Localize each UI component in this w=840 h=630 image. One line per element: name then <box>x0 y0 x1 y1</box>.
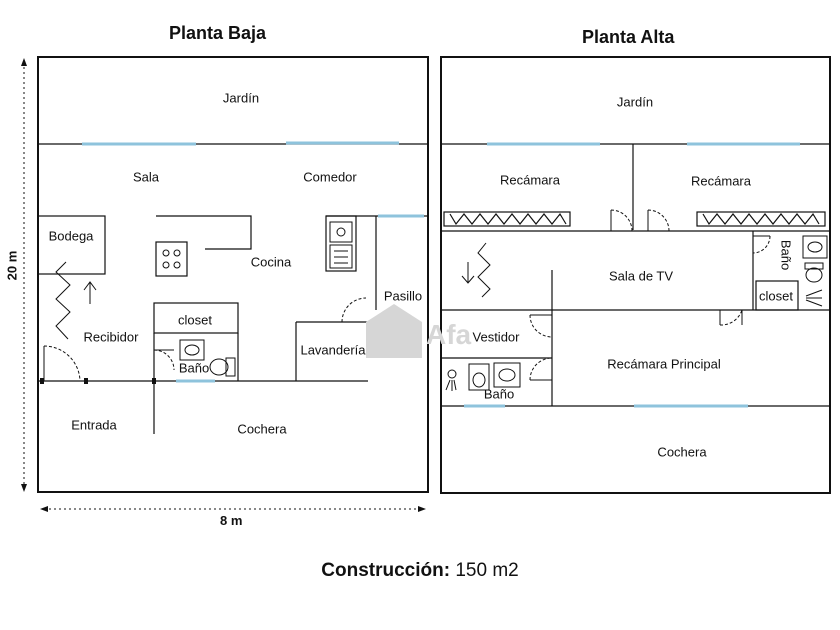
upper-room-jardin: Jardín <box>616 94 654 110</box>
upper-room-recamara-2: Recámara <box>691 173 751 189</box>
watermark-text: Afa <box>426 319 472 350</box>
ground-room-bodega: Bodega <box>48 228 94 244</box>
upper-room-cochera: Cochera <box>657 444 707 460</box>
dimension-lines <box>23 62 422 510</box>
ground-floor-door-jambs <box>40 378 156 384</box>
upper-room-recamara-principal: Recámara Principal <box>607 356 721 372</box>
upper-room-bano-2: Baño <box>483 386 515 402</box>
watermark-house-icon: Afa <box>366 304 472 358</box>
height-dimension: 20 m <box>4 250 20 281</box>
ground-room-closet: closet <box>178 312 212 328</box>
upper-floor-outline <box>440 56 831 494</box>
ground-room-cochera: Cochera <box>237 421 287 437</box>
ground-room-jardin: Jardín <box>222 90 260 106</box>
ground-room-entrada: Entrada <box>71 417 117 433</box>
upper-floor-windows <box>464 142 800 408</box>
upper-room-closet: closet <box>759 288 793 304</box>
construction-area: Construcción: 150 m2 <box>0 560 840 582</box>
upper-room-recamara-1: Recámara <box>500 172 560 188</box>
ground-floor-walls <box>37 143 428 434</box>
ground-room-cocina: Cocina <box>250 254 292 270</box>
construction-value: 150 m2 <box>455 560 519 581</box>
ground-room-lavanderia: Lavandería <box>300 342 366 358</box>
dimension-arrows <box>21 58 426 512</box>
ground-room-bano: Baño <box>178 360 210 376</box>
ground-floor-title: Planta Baja <box>169 23 267 43</box>
ground-room-sala: Sala <box>132 169 160 185</box>
ground-floor-fixtures <box>43 221 367 382</box>
upper-room-bano: Baño <box>778 239 794 271</box>
watermark-logo: Afa <box>364 300 474 360</box>
ground-room-recibidor: Recibidor <box>83 329 139 345</box>
construction-label: Construcción: <box>321 560 451 581</box>
width-dimension: 8 m <box>220 513 243 528</box>
upper-floor-fixtures <box>445 209 828 391</box>
upper-room-vestidor: Vestidor <box>472 329 520 345</box>
ground-room-comedor: Comedor <box>303 169 357 185</box>
ground-floor-windows <box>82 141 424 383</box>
ground-room-pasillo: Pasillo <box>383 288 423 304</box>
upper-floor-title: Planta Alta <box>582 27 675 47</box>
upper-floor-closets <box>443 211 826 227</box>
upper-room-sala-tv: Sala de TV <box>608 268 674 284</box>
